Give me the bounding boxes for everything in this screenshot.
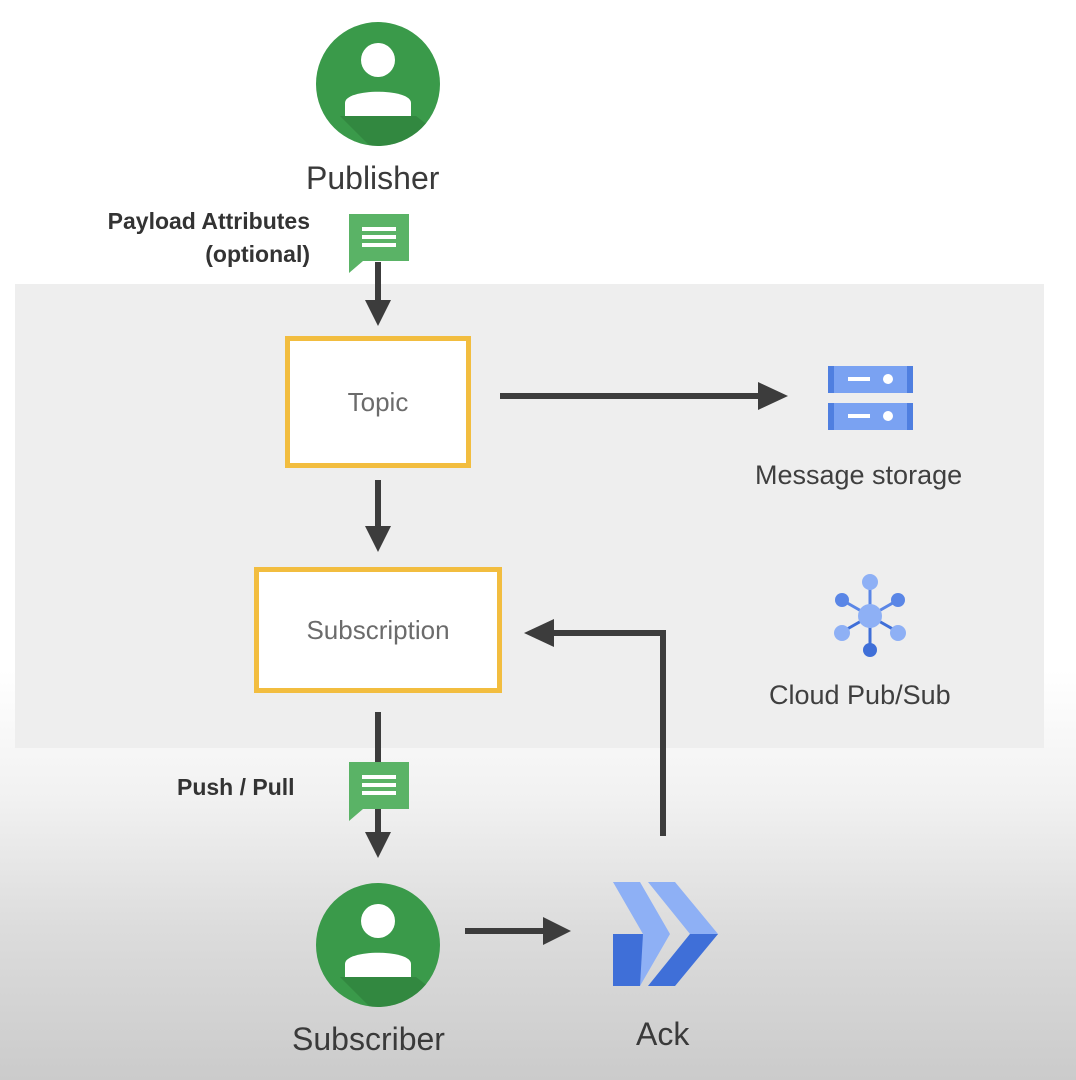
subscription-label: Subscription <box>306 614 450 645</box>
ack-icon <box>613 882 718 986</box>
topic-label: Topic <box>347 386 409 417</box>
payload-label-line1: Payload Attributes <box>107 208 310 234</box>
arrow-topic-storage <box>500 382 788 410</box>
push-pull-label: Push / Pull <box>177 774 295 800</box>
topic-box: Topic <box>285 336 471 468</box>
publisher-label: Publisher <box>306 160 440 196</box>
pubsub-icon <box>834 574 906 657</box>
pubsub-panel <box>15 284 1044 748</box>
subscriber-label: Subscriber <box>292 1021 445 1057</box>
payload-label-line2: (optional) <box>205 241 310 267</box>
arrow-subscriber-ack <box>465 917 571 945</box>
subscriber-icon <box>316 883 440 1007</box>
arrow-publisher-topic <box>365 262 391 326</box>
ack-label: Ack <box>636 1016 690 1052</box>
cloud-pubsub-label: Cloud Pub/Sub <box>769 680 951 710</box>
message-icon <box>349 762 409 821</box>
storage-icon <box>828 366 913 430</box>
arrow-topic-subscription <box>365 480 391 552</box>
subscription-box: Subscription <box>254 567 502 693</box>
publisher-icon <box>316 22 440 146</box>
message-storage-label: Message storage <box>755 460 963 490</box>
arrow-ack-subscription <box>524 619 666 836</box>
message-icon <box>349 214 409 273</box>
